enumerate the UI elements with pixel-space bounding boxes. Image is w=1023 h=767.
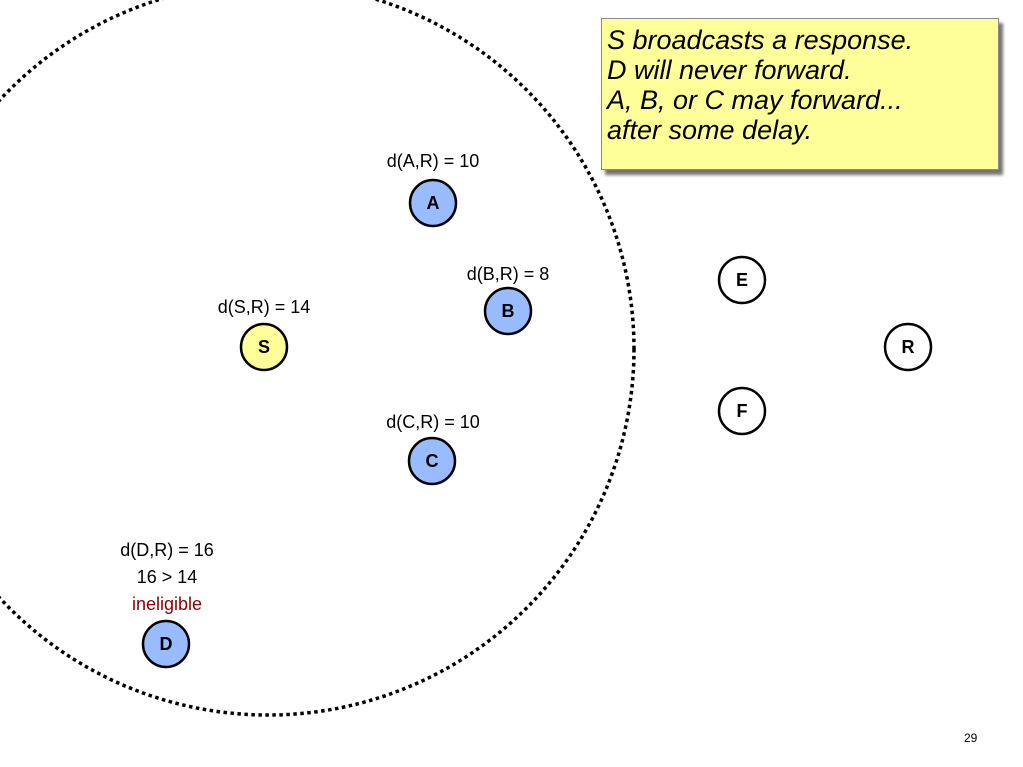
node-r-label: R — [902, 337, 915, 357]
node-f-label: F — [737, 401, 748, 421]
node-b-circle — [483, 286, 533, 336]
node-d-ineligible-label: ineligible — [132, 594, 202, 614]
node-d-distance-label: d(D,R) = 16 — [120, 540, 214, 560]
node-c-distance-label: d(C,R) = 10 — [386, 412, 480, 432]
node-b-label: B — [502, 301, 515, 321]
node-d-comparison-label: 16 > 14 — [137, 567, 198, 587]
node-c-label: C — [426, 451, 439, 471]
callout-line-3: A, B, or C may forward... — [607, 85, 903, 115]
node-d-circle — [141, 619, 191, 669]
page-number: 29 — [964, 731, 978, 745]
callout-line-4: after some delay. — [607, 115, 813, 145]
node-c-circle — [407, 436, 457, 486]
node-b[interactable]: B — [483, 286, 533, 336]
node-a-circle — [408, 178, 458, 228]
node-r-circle — [883, 322, 933, 372]
node-s[interactable]: S — [239, 322, 289, 372]
node-b-distance-label: d(B,R) = 8 — [467, 264, 550, 284]
node-r[interactable]: R — [883, 322, 933, 372]
node-a-distance-label: d(A,R) = 10 — [387, 151, 480, 171]
node-c[interactable]: C — [407, 436, 457, 486]
callout-box: S broadcasts a response. D will never fo… — [601, 18, 999, 170]
node-f[interactable]: F — [717, 386, 767, 436]
node-e[interactable]: E — [717, 255, 767, 305]
node-e-label: E — [736, 270, 748, 290]
node-a[interactable]: A — [408, 178, 458, 228]
node-e-circle — [717, 255, 767, 305]
node-s-distance-label: d(S,R) = 14 — [218, 297, 311, 317]
node-d[interactable]: D — [141, 619, 191, 669]
node-f-circle — [717, 386, 767, 436]
node-a-label: A — [427, 193, 440, 213]
node-s-label: S — [258, 337, 270, 357]
node-d-label: D — [160, 634, 173, 654]
callout-line-2: D will never forward. — [607, 55, 852, 85]
broadcast-range-circle — [0, 0, 636, 717]
callout-line-1: S broadcasts a response. — [607, 25, 914, 55]
node-s-circle — [239, 322, 289, 372]
